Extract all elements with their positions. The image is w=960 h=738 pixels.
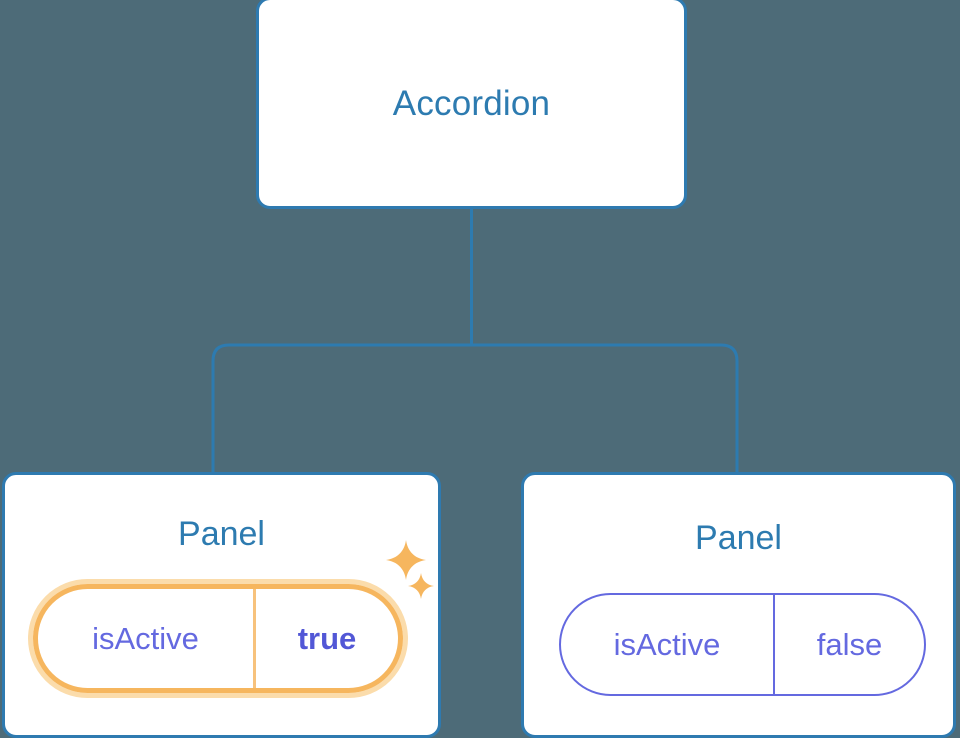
prop-pill-isactive-false[interactable]: isActive false [559,593,926,696]
prop-pill-highlight-ring: isActive true [33,584,403,693]
connector-branch-left [211,343,472,472]
node-accordion[interactable]: Accordion [256,0,687,209]
connector-branch-right [471,343,739,472]
node-panel-inactive[interactable]: Panel isActive false [521,472,956,738]
prop-value-false: false [773,595,924,694]
node-panel-inactive-title: Panel [695,519,782,557]
node-panel-active-title: Panel [178,515,265,553]
prop-key-isactive: isActive [613,626,721,662]
prop-pill-isactive-true[interactable]: isActive true [28,579,408,698]
node-panel-active-body: Panel [5,475,438,735]
prop-value-true: true [253,589,398,688]
prop-key-isactive: isActive [92,620,199,656]
node-panel-inactive-body: Panel isActive false [524,475,953,735]
node-accordion-title: Accordion [392,83,551,123]
